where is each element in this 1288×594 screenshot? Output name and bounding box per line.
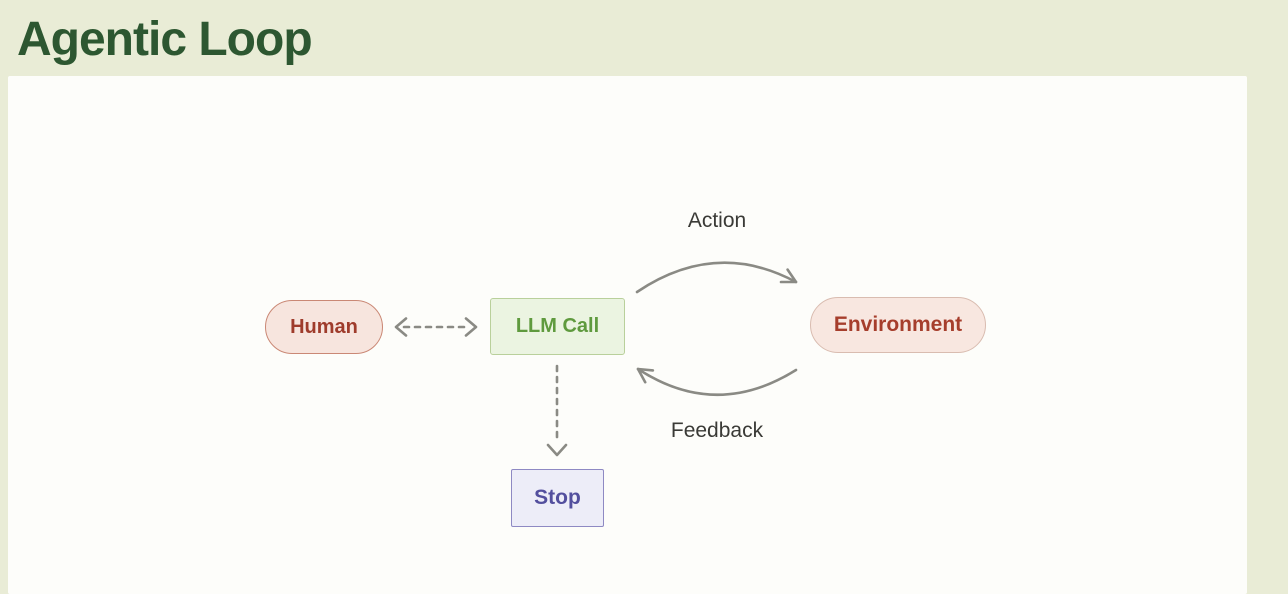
action-edge-label: Action — [687, 209, 747, 232]
node-stop-label: Stop — [534, 486, 581, 509]
node-environment-label: Environment — [833, 313, 963, 336]
diagram-canvas — [8, 76, 1247, 594]
node-stop: Stop — [511, 469, 604, 527]
feedback-edge-label: Feedback — [670, 419, 764, 442]
node-llm-call-label: LLM Call — [515, 315, 600, 337]
node-environment: Environment — [810, 297, 986, 353]
page-title: Agentic Loop — [17, 13, 313, 66]
node-human: Human — [265, 300, 383, 354]
node-llm-call: LLM Call — [490, 298, 625, 355]
node-human-label: Human — [290, 315, 358, 338]
